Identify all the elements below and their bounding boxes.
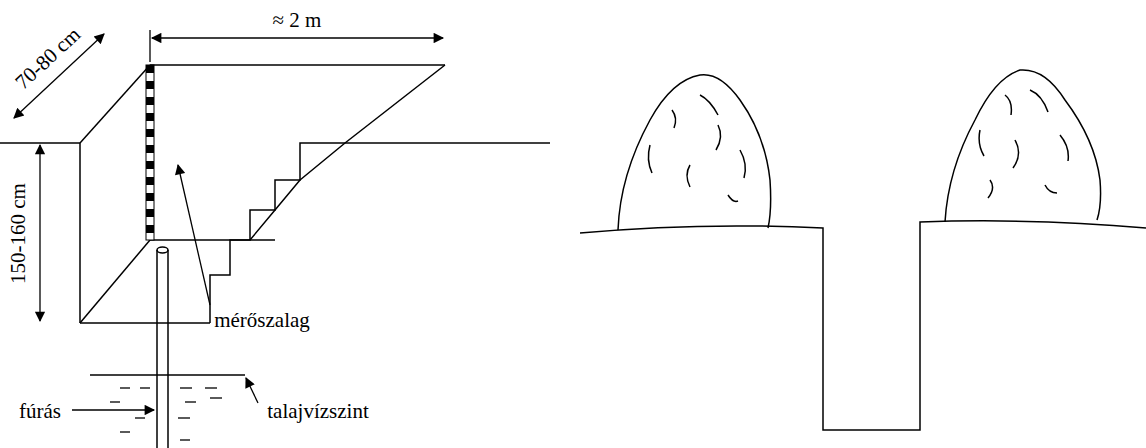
- part-label: fúrás: [19, 401, 61, 422]
- dimension-label: ≈ 2 m: [273, 10, 322, 31]
- part-label: mérőszalag: [214, 310, 310, 331]
- part-label: talajvízszint: [267, 401, 368, 422]
- dimension-label: 70-80 cm: [10, 22, 86, 95]
- dimension-label: 150-160 cm: [8, 181, 29, 286]
